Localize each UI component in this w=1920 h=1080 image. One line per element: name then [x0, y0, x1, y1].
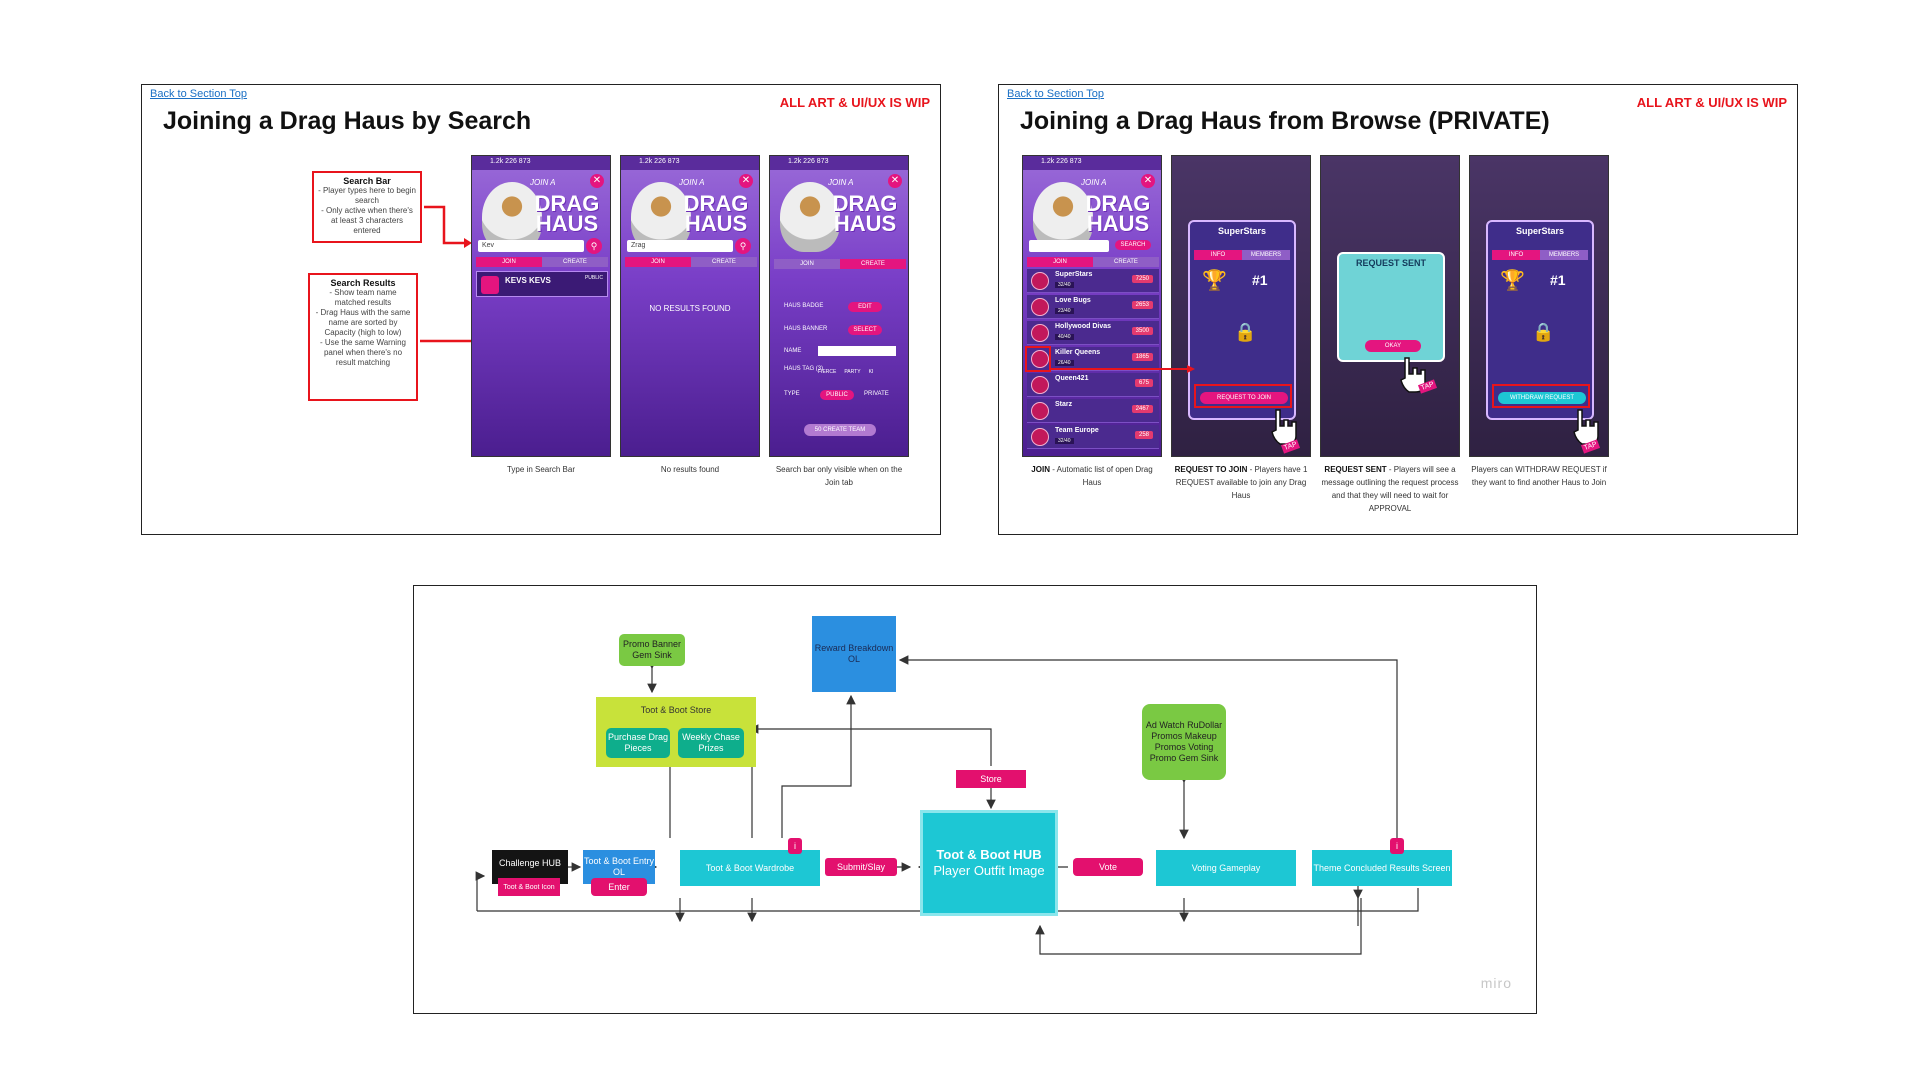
- edge: [1040, 898, 1361, 954]
- name-label: NAME: [784, 348, 801, 354]
- status-text: 1.2k 226 873: [788, 158, 828, 165]
- no-results-text: NO RESULTS FOUND: [621, 304, 759, 313]
- flow-diagram: Promo Banner Gem Sink Reward Breakdown O…: [413, 585, 1537, 1014]
- tab-bar: JOIN CREATE: [774, 259, 906, 269]
- node-store-purchase: Purchase Drag Pieces: [606, 728, 670, 758]
- caption-bold: JOIN: [1031, 465, 1050, 474]
- tab-bar: JOIN CREATE: [625, 257, 757, 267]
- node-results: Theme Concluded Results Screen: [1312, 850, 1452, 886]
- logo-haus: HAUS: [834, 211, 896, 236]
- edge: [477, 876, 484, 911]
- edge: [782, 696, 851, 838]
- node-submit-slay: Submit/Slay: [825, 858, 897, 876]
- status-bar: 1.2k 226 873: [621, 156, 759, 170]
- node-hub: Toot & Boot HUB Player Outfit Image: [920, 810, 1058, 916]
- phone-caption: Type in Search Bar: [471, 463, 611, 476]
- tab-bar: JOIN CREATE: [476, 257, 608, 267]
- search-result-row[interactable]: KEVS KEVS PUBLIC: [476, 271, 608, 297]
- node-challenge-icon: Toot & Boot Icon: [498, 878, 560, 896]
- caption-bold: REQUEST TO JOIN: [1175, 465, 1248, 474]
- phone-no-results: 1.2k 226 873 ✕ JOIN A DRAGHAUS Zrag ⚲ JO…: [620, 155, 760, 457]
- info-marker: i: [1390, 838, 1404, 854]
- node-vote: Vote: [1073, 858, 1143, 876]
- caption-text: Players can WITHDRAW REQUEST if they wan…: [1471, 465, 1607, 487]
- select-banner-button[interactable]: SELECT: [848, 325, 882, 335]
- tab-create[interactable]: CREATE: [840, 259, 906, 269]
- tag-option[interactable]: FIERCE: [818, 369, 836, 375]
- logo-drag-haus: DRAGHAUS: [820, 194, 909, 234]
- phone-caption: Search bar only visible when on the Join…: [769, 463, 909, 489]
- tag-option[interactable]: PARTY: [844, 369, 860, 375]
- status-bar: 1.2k 226 873: [770, 156, 908, 170]
- store-title: Toot & Boot Store: [641, 705, 712, 716]
- phone-create-tab: 1.2k 226 873 ✕ JOIN A DRAGHAUS JOIN CREA…: [769, 155, 909, 457]
- type-label: TYPE: [784, 391, 800, 397]
- name-field[interactable]: [818, 346, 896, 356]
- badge-label: HAUS BADGE: [784, 303, 823, 309]
- hub-title: Toot & Boot HUB: [936, 847, 1041, 863]
- search-input[interactable]: Kev: [478, 240, 584, 252]
- arrowhead: [1187, 365, 1195, 373]
- node-store-weekly: Weekly Chase Prizes: [678, 728, 744, 758]
- create-team-button[interactable]: 50 CREATE TEAM: [804, 424, 876, 436]
- tab-join[interactable]: JOIN: [476, 257, 542, 267]
- hub-sub: Player Outfit Image: [933, 863, 1044, 879]
- node-ad-watch: Ad Watch RuDollar Promos Makeup Promos V…: [1142, 704, 1226, 780]
- close-icon[interactable]: ✕: [739, 174, 753, 188]
- search-icon[interactable]: ⚲: [735, 238, 751, 254]
- node-wardrobe: Toot & Boot Wardrobe: [680, 850, 820, 886]
- status-bar: 1.2k 226 873: [472, 156, 610, 170]
- edit-badge-button[interactable]: EDIT: [848, 302, 882, 312]
- status-text: 1.2k 226 873: [639, 158, 679, 165]
- flow-connectors: [414, 586, 1538, 1015]
- caption-text: - Automatic list of open Drag Haus: [1050, 465, 1153, 487]
- banner-label: HAUS BANNER: [784, 326, 827, 332]
- phone-caption: Players can WITHDRAW REQUEST if they wan…: [1469, 463, 1609, 489]
- logo-join-a: JOIN A: [828, 178, 853, 187]
- logo-haus: HAUS: [685, 211, 747, 236]
- search-input[interactable]: Zrag: [627, 240, 733, 252]
- node-promo-banner: Promo Banner Gem Sink: [619, 634, 685, 666]
- tag-options: FIERCE PARTY KI: [818, 369, 873, 375]
- tab-join[interactable]: JOIN: [774, 259, 840, 269]
- type-public-toggle[interactable]: PUBLIC: [820, 390, 854, 400]
- tag-option[interactable]: KI: [869, 369, 874, 375]
- slide-search: Back to Section Top ALL ART & UI/UX IS W…: [141, 84, 941, 535]
- phone-caption: No results found: [620, 463, 760, 476]
- node-enter: Enter: [591, 878, 647, 896]
- phone-caption: JOIN - Automatic list of open Drag Haus: [1022, 463, 1162, 489]
- edge: [1358, 884, 1418, 911]
- logo-haus: HAUS: [536, 211, 598, 236]
- miro-watermark: miro: [1481, 975, 1512, 991]
- type-private-toggle[interactable]: PRIVATE: [864, 391, 889, 397]
- logo-join-a: JOIN A: [530, 178, 555, 187]
- info-marker: i: [788, 838, 802, 854]
- logo-join-a: JOIN A: [679, 178, 704, 187]
- close-icon[interactable]: ✕: [590, 174, 604, 188]
- slide-browse: Back to Section Top ALL ART & UI/UX IS W…: [998, 84, 1798, 535]
- arrow-search-bar: [424, 207, 464, 243]
- node-store-label: Store: [956, 770, 1026, 788]
- status-text: 1.2k 226 873: [490, 158, 530, 165]
- edge: [750, 729, 991, 766]
- tab-create[interactable]: CREATE: [542, 257, 608, 267]
- node-reward-breakdown: Reward Breakdown OL: [812, 616, 896, 692]
- tab-create[interactable]: CREATE: [691, 257, 757, 267]
- search-icon[interactable]: ⚲: [586, 238, 602, 254]
- phone-caption: REQUEST TO JOIN - Players have 1 REQUEST…: [1171, 463, 1311, 502]
- node-voting-gameplay: Voting Gameplay: [1156, 850, 1296, 886]
- caption-bold: REQUEST SENT: [1324, 465, 1386, 474]
- close-icon[interactable]: ✕: [888, 174, 902, 188]
- phone-caption: REQUEST SENT - Players will see a messag…: [1320, 463, 1460, 515]
- result-tag: PUBLIC: [585, 275, 603, 281]
- result-name: KEVS KEVS: [505, 276, 551, 285]
- haus-badge-icon: [481, 276, 499, 294]
- tab-join[interactable]: JOIN: [625, 257, 691, 267]
